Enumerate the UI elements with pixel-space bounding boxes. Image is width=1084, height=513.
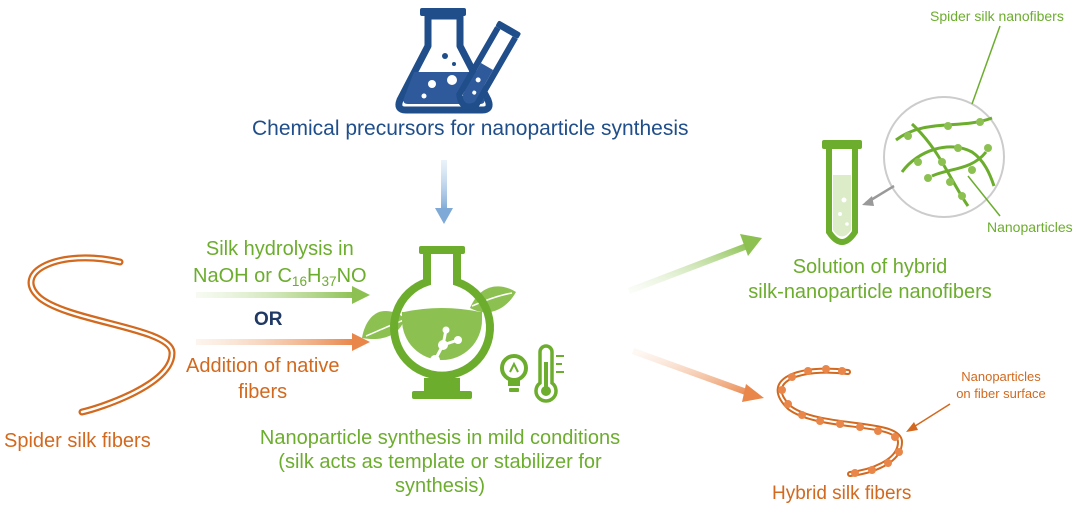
arrow-diag-orange-head <box>742 384 764 402</box>
label-nanoparticles: Nanoparticles <box>987 219 1073 235</box>
arrow-diag-orange <box>632 348 750 396</box>
callout-line-np-surface <box>911 403 951 429</box>
formula-sub-37: 37 <box>321 274 337 290</box>
thermometer-icon <box>534 344 564 403</box>
formula-h: H <box>307 265 322 287</box>
lightbulb-icon <box>500 354 528 392</box>
label-np-on-fiber-surface: Nanoparticles on fiber surface <box>926 368 1076 402</box>
label-addition-line2: fibers <box>238 381 288 403</box>
label-np-surface-line2: on fiber surface <box>956 386 1046 401</box>
arrow-down-blue-head <box>435 208 453 224</box>
label-silk-hydrolysis: Silk hydrolysis in NaOH or C16H37NO <box>193 236 367 290</box>
magnifier-circle-icon <box>883 96 1005 218</box>
label-synthesis-line3: synthesis) <box>394 475 486 497</box>
label-np-surface-line1: Nanoparticles <box>961 369 1041 384</box>
formula-suffix: NO <box>336 265 367 287</box>
callout-line-nanofibers <box>971 25 1001 105</box>
label-spider-silk-fibers: Spider silk fibers <box>4 430 151 452</box>
round-flask-icon <box>390 246 494 399</box>
arrow-right-green-head <box>352 286 370 304</box>
label-hybrid-silk-fibers: Hybrid silk fibers <box>772 483 912 504</box>
arrow-right-orange-head <box>352 333 370 351</box>
label-synthesis-line1: Nanoparticle synthesis in mild condition… <box>259 427 621 449</box>
label-silk-hydrolysis-line1: Silk hydrolysis in <box>205 238 354 260</box>
label-chemical-precursors: Chemical precursors for nanoparticle syn… <box>252 117 689 140</box>
label-solution-line2: silk-nanoparticle nanofibers <box>748 281 992 303</box>
molecule-icon <box>430 326 462 365</box>
test-tube-icon <box>822 140 862 245</box>
arrow-right-orange <box>196 339 354 345</box>
arrow-diag-green-head <box>740 234 762 256</box>
arrow-diag-green <box>628 243 748 294</box>
label-addition: Addition of native fibers <box>186 353 339 405</box>
arrow-right-green <box>196 292 354 298</box>
label-solution-line1: Solution of hybrid <box>792 256 948 278</box>
callout-line-nanoparticles <box>967 175 1001 217</box>
callout-head-np-surface <box>906 422 918 432</box>
label-or: OR <box>254 309 283 330</box>
test-tube-icon <box>456 20 521 110</box>
formula-sub-16: 16 <box>291 274 308 290</box>
label-silk-hydrolysis-line2: NaOH or C16H37NO <box>193 263 367 290</box>
pointer-gray-head <box>862 196 874 206</box>
label-solution-hybrid: Solution of hybrid silk-nanoparticle nan… <box>720 255 1020 305</box>
label-addition-line1: Addition of native <box>186 355 340 377</box>
label-spider-silk-nanofibers: Spider silk nanofibers <box>930 8 1064 24</box>
arrow-down-blue <box>441 160 447 210</box>
label-synthesis-line2: (silk acts as template or stabilizer for <box>278 451 602 473</box>
formula-prefix: NaOH or C <box>193 265 292 287</box>
label-nanoparticle-synthesis: Nanoparticle synthesis in mild condition… <box>240 426 640 498</box>
silk-fiber-icon <box>776 365 904 477</box>
